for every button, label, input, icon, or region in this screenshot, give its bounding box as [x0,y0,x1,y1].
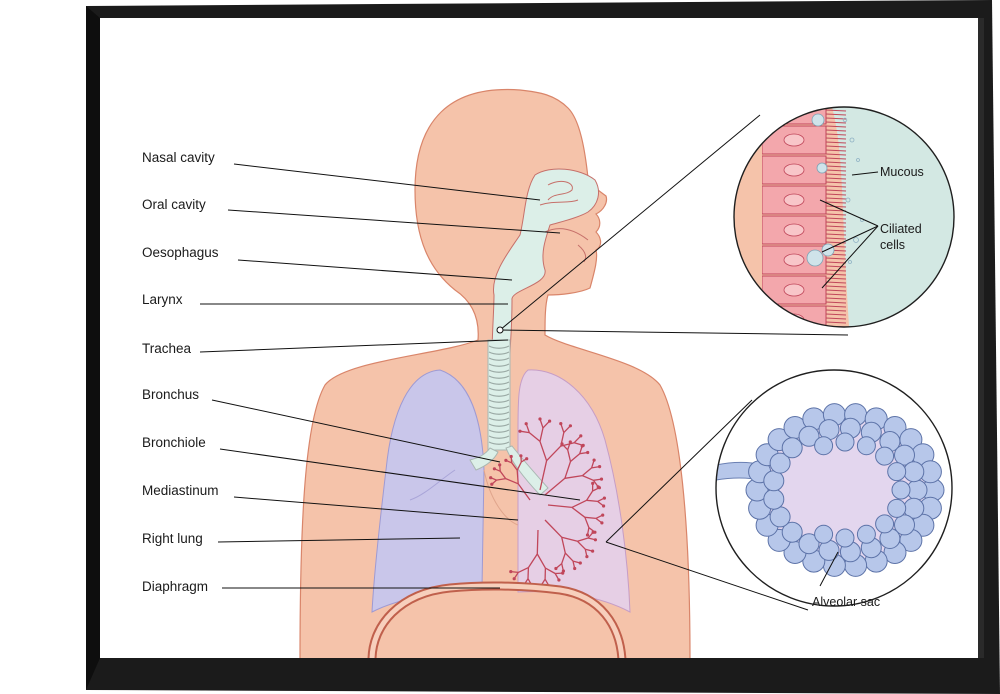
label-larynx: Larynx [142,292,183,307]
label-mucous: Mucous [880,165,924,179]
label-right-lung: Right lung [142,531,203,546]
label-cells: cells [880,238,905,252]
label-ciliated: Ciliated [880,222,922,236]
airway [491,168,599,356]
inset-alveolar-sac [715,369,953,607]
label-alveolar-sac: Alveolar sac [812,595,880,609]
leader-lines [199,114,879,611]
label-mediastinum: Mediastinum [142,483,219,498]
label-trachea: Trachea [142,341,192,356]
label-nasal-cavity: Nasal cavity [142,150,215,165]
left-lung [517,369,631,613]
label-oesophagus: Oesophagus [142,245,219,260]
label-diaphragm: Diaphragm [142,579,208,594]
inset-ciliated-cells [733,106,955,328]
trachea [487,339,511,451]
label-bronchiole: Bronchiole [142,435,206,450]
label-bronchus: Bronchus [142,387,199,402]
bronchi [469,445,549,496]
label-oral-cavity: Oral cavity [142,197,206,212]
right-lung [371,369,485,613]
